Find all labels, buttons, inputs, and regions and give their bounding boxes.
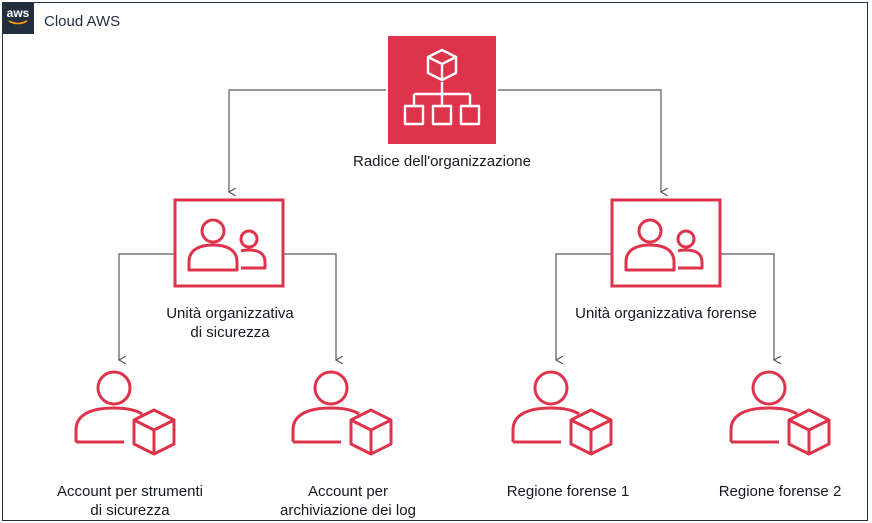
acct-tools-label-line1: Account per strumenti: [57, 483, 203, 500]
ou-forensic-label: Unità organizzativa forense: [546, 304, 786, 323]
organizational-unit-icon-security: [173, 198, 285, 288]
root-label: Radice dell'organizzazione: [342, 152, 542, 171]
account-icon-logs: [291, 370, 393, 456]
connector-ou-security-to-tools: [119, 253, 174, 360]
connector-lines: [119, 89, 774, 360]
organizational-unit-icon-forensic: [610, 198, 722, 288]
organization-root-icon: [388, 36, 496, 144]
acct-tools-label: Account per strumenti di sicurezza: [30, 482, 230, 520]
connector-root-to-ou-forensic: [498, 89, 661, 192]
region1-label: Regione forense 1: [488, 482, 648, 501]
cloud-title: Cloud AWS: [44, 13, 121, 30]
region1-label-text: Regione forense 1: [506, 483, 630, 500]
region2-label-text: Regione forense 2: [718, 483, 842, 500]
ou-security-label-line2: di sicurezza: [190, 324, 270, 341]
region2-label: Regione forense 2: [700, 482, 860, 501]
acct-logs-label-line2: archiviazione dei log: [280, 502, 416, 519]
connector-root-to-ou-security: [229, 89, 386, 192]
aws-smile-icon: [8, 20, 28, 25]
connector-ou-forensic-to-region2: [716, 253, 774, 360]
ou-forensic-label-text: Unità organizzativa forense: [575, 305, 757, 322]
account-icon-region2: [729, 370, 831, 456]
root-label-text: Radice dell'organizzazione: [353, 153, 531, 170]
account-icon-region1: [511, 370, 613, 456]
connector-ou-security-to-logs: [284, 253, 336, 360]
connector-ou-forensic-to-region1: [556, 253, 611, 360]
acct-logs-label: Account per archiviazione dei log: [258, 482, 438, 520]
ou-security-label: Unità organizzativa di sicurezza: [130, 304, 330, 342]
ou-security-label-line1: Unità organizzativa: [166, 305, 294, 322]
acct-tools-label-line2: di sicurezza: [90, 502, 170, 519]
aws-logo-badge: aws: [2, 2, 34, 34]
aws-logo-text: aws: [6, 6, 30, 20]
acct-logs-label-line1: Account per: [307, 483, 389, 500]
account-icon-tools: [74, 370, 176, 456]
